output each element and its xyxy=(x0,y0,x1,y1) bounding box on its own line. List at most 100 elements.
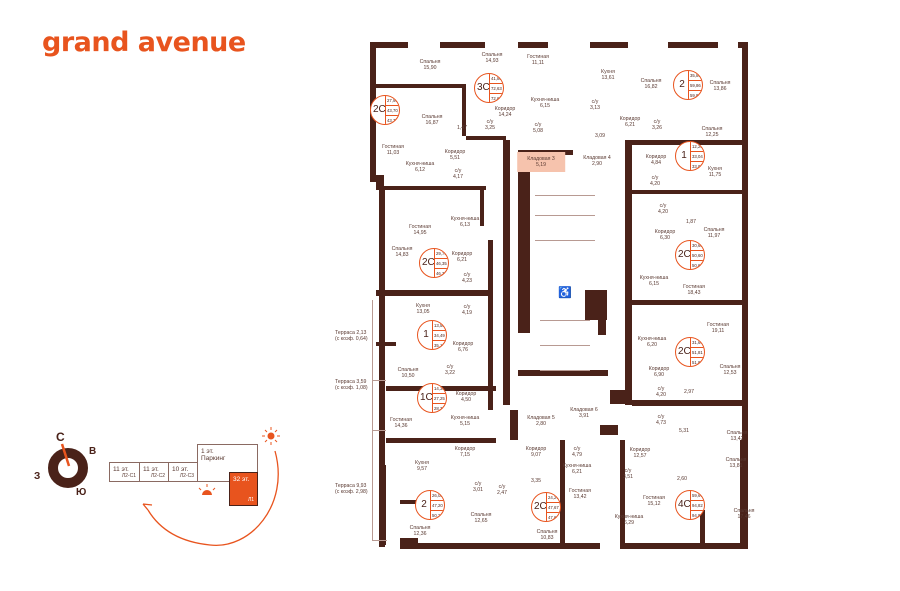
room-label: 2,97 xyxy=(684,383,694,395)
wall xyxy=(600,425,618,435)
room-area: 13,61 xyxy=(601,75,615,81)
apartment-type: 2С xyxy=(373,104,386,115)
room-area: 13,86 xyxy=(713,86,727,92)
room-area: 14,24 xyxy=(498,112,512,118)
apartment-type: 2С xyxy=(422,257,435,268)
apartment-area-value: 50,60 xyxy=(692,263,703,268)
room-area: 4,20 xyxy=(655,392,667,398)
wall xyxy=(380,465,386,545)
room-name: Гостиная xyxy=(569,488,591,494)
compass-south: Ю xyxy=(76,487,87,498)
room-area: 2,80 xyxy=(535,421,547,427)
apartment-area-value: 46,35 xyxy=(435,259,448,269)
room-label: 1,87 xyxy=(686,213,696,225)
section-parking-label: 1 эт.Паркинг xyxy=(201,448,225,462)
room-area: 6,21 xyxy=(624,122,636,128)
apartment-area-value: 27,90 xyxy=(386,96,399,106)
room-name: Спальня xyxy=(725,457,747,463)
room-name: Гостиная xyxy=(409,224,431,230)
room-name: Спальня xyxy=(470,512,492,518)
brand-logo: grand avenue xyxy=(42,27,246,58)
wall xyxy=(620,440,625,548)
wall xyxy=(632,190,742,194)
room-name: Спальня xyxy=(709,80,731,86)
room-area: 6,29 xyxy=(623,520,635,526)
wall xyxy=(632,400,742,406)
section-floors: 11 эт. xyxy=(113,466,129,473)
room-area: 5,15 xyxy=(459,421,471,427)
room-name: Кухня-ниша xyxy=(405,161,435,167)
apartment-area-value: 14,38 xyxy=(433,384,446,394)
room-name: Кухня-ниша xyxy=(530,97,560,103)
wall xyxy=(518,168,530,333)
room-name: Спальня xyxy=(409,525,431,531)
room-area: 7,15 xyxy=(459,452,471,458)
apartment-area-value: 50,21 xyxy=(432,513,443,518)
room-name: Спальня xyxy=(719,364,741,370)
room-area: 16,87 xyxy=(425,120,439,126)
section-code: Л2-С3 xyxy=(179,473,194,479)
room-name: Кухня-ниша xyxy=(562,463,592,469)
room-name: Спальня xyxy=(481,52,503,58)
section-l1-selected[interactable]: 32 эт.Л1 xyxy=(229,472,258,506)
room-name: Коридор xyxy=(444,149,466,155)
room-area: 19,11 xyxy=(711,328,725,334)
wall xyxy=(598,290,606,335)
room-name: Спальня xyxy=(421,114,443,120)
plan-line xyxy=(372,300,373,540)
apartment-type: 2С xyxy=(678,249,691,260)
room-area: 14,83 xyxy=(395,252,409,258)
apartment-area-value: 43,70 xyxy=(386,106,399,116)
room-name: с/у xyxy=(659,203,667,209)
room-area: 6,12 xyxy=(414,167,426,173)
room-area: 2,97 xyxy=(683,389,695,395)
apartment-area-value: 28,33 xyxy=(434,406,445,411)
apartment-area-value: 24,27 xyxy=(547,493,560,503)
room-area: 5,08 xyxy=(532,128,544,134)
plan-line xyxy=(540,370,590,371)
room-name: Кухня-ниша xyxy=(450,415,480,421)
room-name: с/у xyxy=(657,414,665,420)
room-area: 3,91 xyxy=(578,413,590,419)
apartment-area-value: 30,60 xyxy=(691,241,704,251)
room-area: 14,95 xyxy=(413,230,427,236)
apartment-area-value: 12,25 xyxy=(691,142,704,152)
room-name: с/у xyxy=(463,272,471,278)
room-label: 3,09 xyxy=(595,127,605,139)
room-area: 6,21 xyxy=(571,469,583,475)
room-name: Кухня xyxy=(601,69,615,75)
room-label: 1,47 xyxy=(457,119,467,131)
room-area: 15,90 xyxy=(423,65,437,71)
room-area: 3,35 xyxy=(530,478,542,484)
sun-path-arrow-icon xyxy=(142,427,280,546)
